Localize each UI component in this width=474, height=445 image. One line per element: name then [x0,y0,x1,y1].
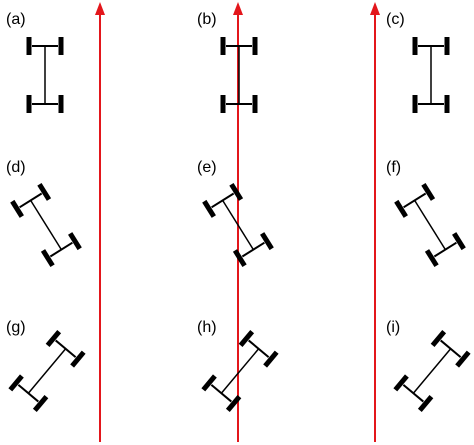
wheel-front-right-b [252,37,258,55]
wheel-rear-right-a [58,95,64,113]
front-axle-g [55,339,77,358]
wheel-front-left-i [430,329,447,348]
wheel-rear-left-i [393,374,409,392]
wheel-front-left-g [45,329,62,348]
wheel-rear-right-i [417,394,434,413]
vehicle-f [394,182,466,268]
chassis-d [29,200,63,250]
wheel-rear-left-f [424,249,439,268]
wheel-front-right-f [421,182,436,201]
rear-axle-e [241,241,265,258]
wheel-front-left-c [412,37,418,55]
guide-line-center [233,2,243,442]
wheel-rear-left-d [40,249,55,268]
wheel-rear-right-g [32,394,49,413]
rear-axle-f [433,241,457,258]
wheel-rear-right-d [68,232,82,251]
vehicle-c [412,37,450,113]
panel-label-f: (f) [386,159,401,176]
panel-label-c: (c) [386,11,405,28]
panel-label-a: (a) [6,11,26,28]
vehicle-a [26,37,64,113]
wheel-front-right-a [58,37,64,55]
wheel-rear-left-e [232,249,247,268]
rear-axle-h [210,384,232,403]
wheel-rear-left-g [8,374,24,392]
wheel-rear-right-c [444,95,450,113]
wheel-rear-right-b [252,95,258,113]
vehicle-i [393,329,471,413]
panel-label-i: (i) [386,319,400,336]
chassis-h [220,348,260,394]
guide-line-left [95,2,105,442]
rear-axle-i [402,384,424,403]
front-axle-i [440,339,462,358]
wheel-front-left-h [238,329,255,348]
guide-line-right [370,2,380,442]
wheel-rear-right-f [452,232,466,251]
wheel-front-right-h [263,350,279,368]
wheel-front-left-f [394,199,408,218]
wheel-rear-right-e [260,232,274,251]
wheel-front-left-b [220,37,226,55]
wheel-rear-left-a [26,95,32,113]
chassis-e [221,200,255,250]
vehicle-h [201,329,279,413]
chassis-i [412,348,452,394]
front-axle-d [19,192,43,209]
panel-label-g: (g) [6,319,26,336]
wheel-front-left-e [202,199,216,218]
wheel-rear-left-b [220,95,226,113]
rear-axle-g [17,384,39,403]
vehicle-d [10,182,82,268]
chassis-f [413,200,447,250]
wheel-rear-left-c [412,95,418,113]
vehicle-g [8,329,86,413]
wheel-rear-right-h [225,394,242,413]
wheel-rear-left-h [201,374,217,392]
panel-label-e: (e) [197,159,217,176]
front-axle-f [403,192,427,209]
panel-label-d: (d) [6,159,26,176]
wheel-front-left-d [10,199,24,218]
wheel-front-left-a [26,37,32,55]
wheel-front-right-c [444,37,450,55]
panel-label-h: (h) [197,319,217,336]
vehicle-b [220,37,258,113]
rear-axle-d [49,241,73,258]
wheel-front-right-i [455,350,471,368]
panel-label-b: (b) [197,11,217,28]
front-axle-h [248,339,270,358]
front-axle-e [211,192,235,209]
wheel-front-right-d [37,182,52,201]
wheel-front-right-e [229,182,244,201]
vehicle-e [202,182,274,268]
wheel-front-right-g [70,350,86,368]
chassis-g [27,348,67,394]
